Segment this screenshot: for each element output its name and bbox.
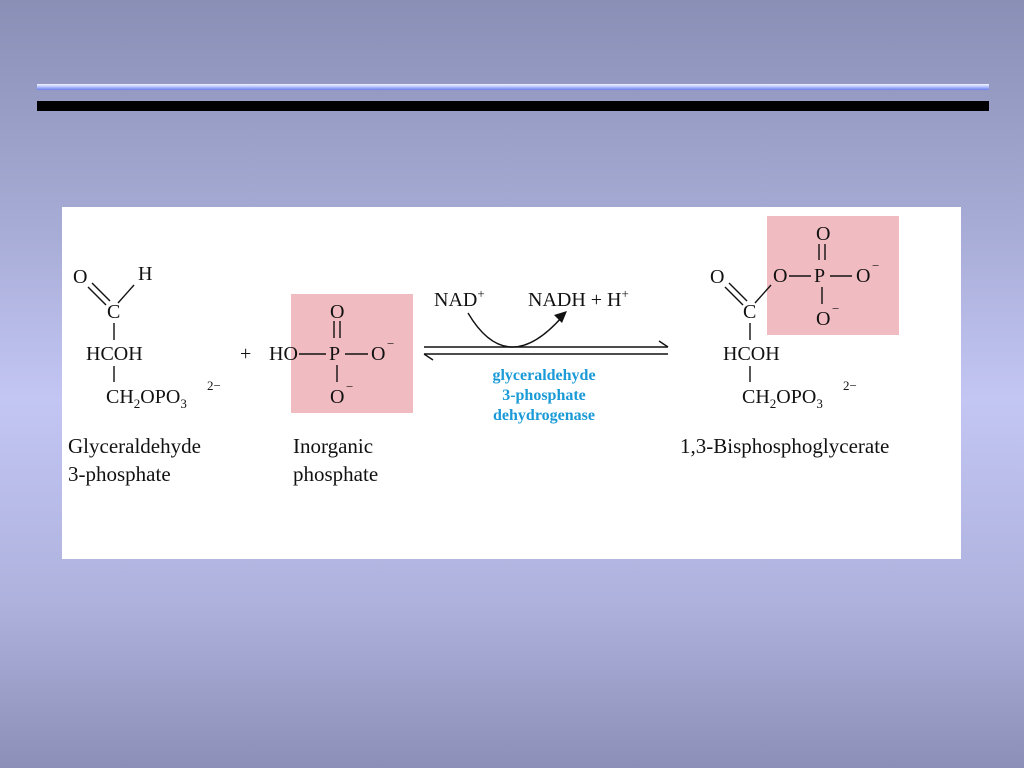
substrate-ch2opo3: CH2OPO3 [106, 386, 187, 411]
phosphate-o-bottom-charge: − [346, 379, 353, 394]
substrate-co-bond-2 [91, 282, 111, 302]
product-c: C [743, 301, 756, 323]
plus-sign: + [240, 343, 251, 365]
product-o-link: O [773, 265, 787, 287]
product-charge: 2− [843, 378, 857, 393]
substrate-name-line2: 3-phosphate [68, 462, 171, 486]
phosphate-o-top: O [330, 301, 344, 323]
product-name: 1,3-Bisphosphoglycerate [680, 434, 889, 458]
enzyme-name-line3: dehydrogenase [493, 407, 595, 424]
substrate-c: C [107, 301, 120, 323]
reaction-panel: O H C HCOH CH2OPO3 2− Glyceraldehyde 3-p… [62, 207, 961, 559]
enzyme-name-line1: glyceraldehyde [492, 367, 595, 384]
phosphate-p: P [329, 343, 340, 365]
phosphate-ho: HO [269, 343, 298, 365]
glyceraldehyde-3-phosphate-structure: O H C HCOH CH2OPO3 2− [73, 263, 221, 411]
substrate-name-line1: Glyceraldehyde [68, 434, 201, 458]
enzyme-name-line2: 3-phosphate [502, 387, 586, 404]
header-rule-thick [37, 101, 989, 111]
cofactor-curved-arrow [467, 312, 563, 348]
substrate-hcoh: HCOH [86, 343, 143, 365]
phosphate-o-bottom: O [330, 386, 344, 408]
product-co-bond-1 [724, 286, 744, 306]
product-c-o-link-bond [754, 284, 772, 304]
cofactor-nadh: NADH + H+ [528, 286, 629, 311]
phosphate-name-line1: Inorganic [293, 434, 373, 458]
product-p: P [814, 265, 825, 287]
header-rule-thin [37, 84, 989, 90]
product-o-carbonyl: O [710, 266, 724, 288]
reverse-arrow-head [423, 353, 434, 361]
product-o-bottom-charge: − [832, 301, 839, 316]
product-ch2opo3: CH2OPO3 [742, 386, 823, 411]
product-co-bond-2 [728, 282, 748, 302]
forward-arrow-head [658, 340, 669, 348]
product-o-top: O [816, 223, 830, 245]
substrate-o: O [73, 266, 87, 288]
phosphate-name-line2: phosphate [293, 462, 378, 486]
inorganic-phosphate-structure: HO P O − O O − [269, 301, 394, 408]
substrate-charge: 2− [207, 378, 221, 393]
substrate-co-bond-1 [87, 286, 107, 306]
product-hcoh: HCOH [723, 343, 780, 365]
cofactor-nad: NAD+ [434, 286, 485, 311]
phosphate-o-right: O [371, 343, 385, 365]
substrate-h: H [138, 263, 152, 285]
substrate-ch-bond [117, 284, 135, 304]
product-o-right: O [856, 265, 870, 287]
product-o-right-charge: − [872, 258, 879, 273]
phosphate-o-right-charge: − [387, 336, 394, 351]
cofactor-arrowhead [554, 311, 567, 323]
reaction-diagram: O H C HCOH CH2OPO3 2− Glyceraldehyde 3-p… [68, 216, 899, 486]
product-o-bottom: O [816, 308, 830, 330]
bisphosphoglycerate-structure: O C O P O − O O − HCOH CH2OPO3 2− [710, 223, 879, 411]
